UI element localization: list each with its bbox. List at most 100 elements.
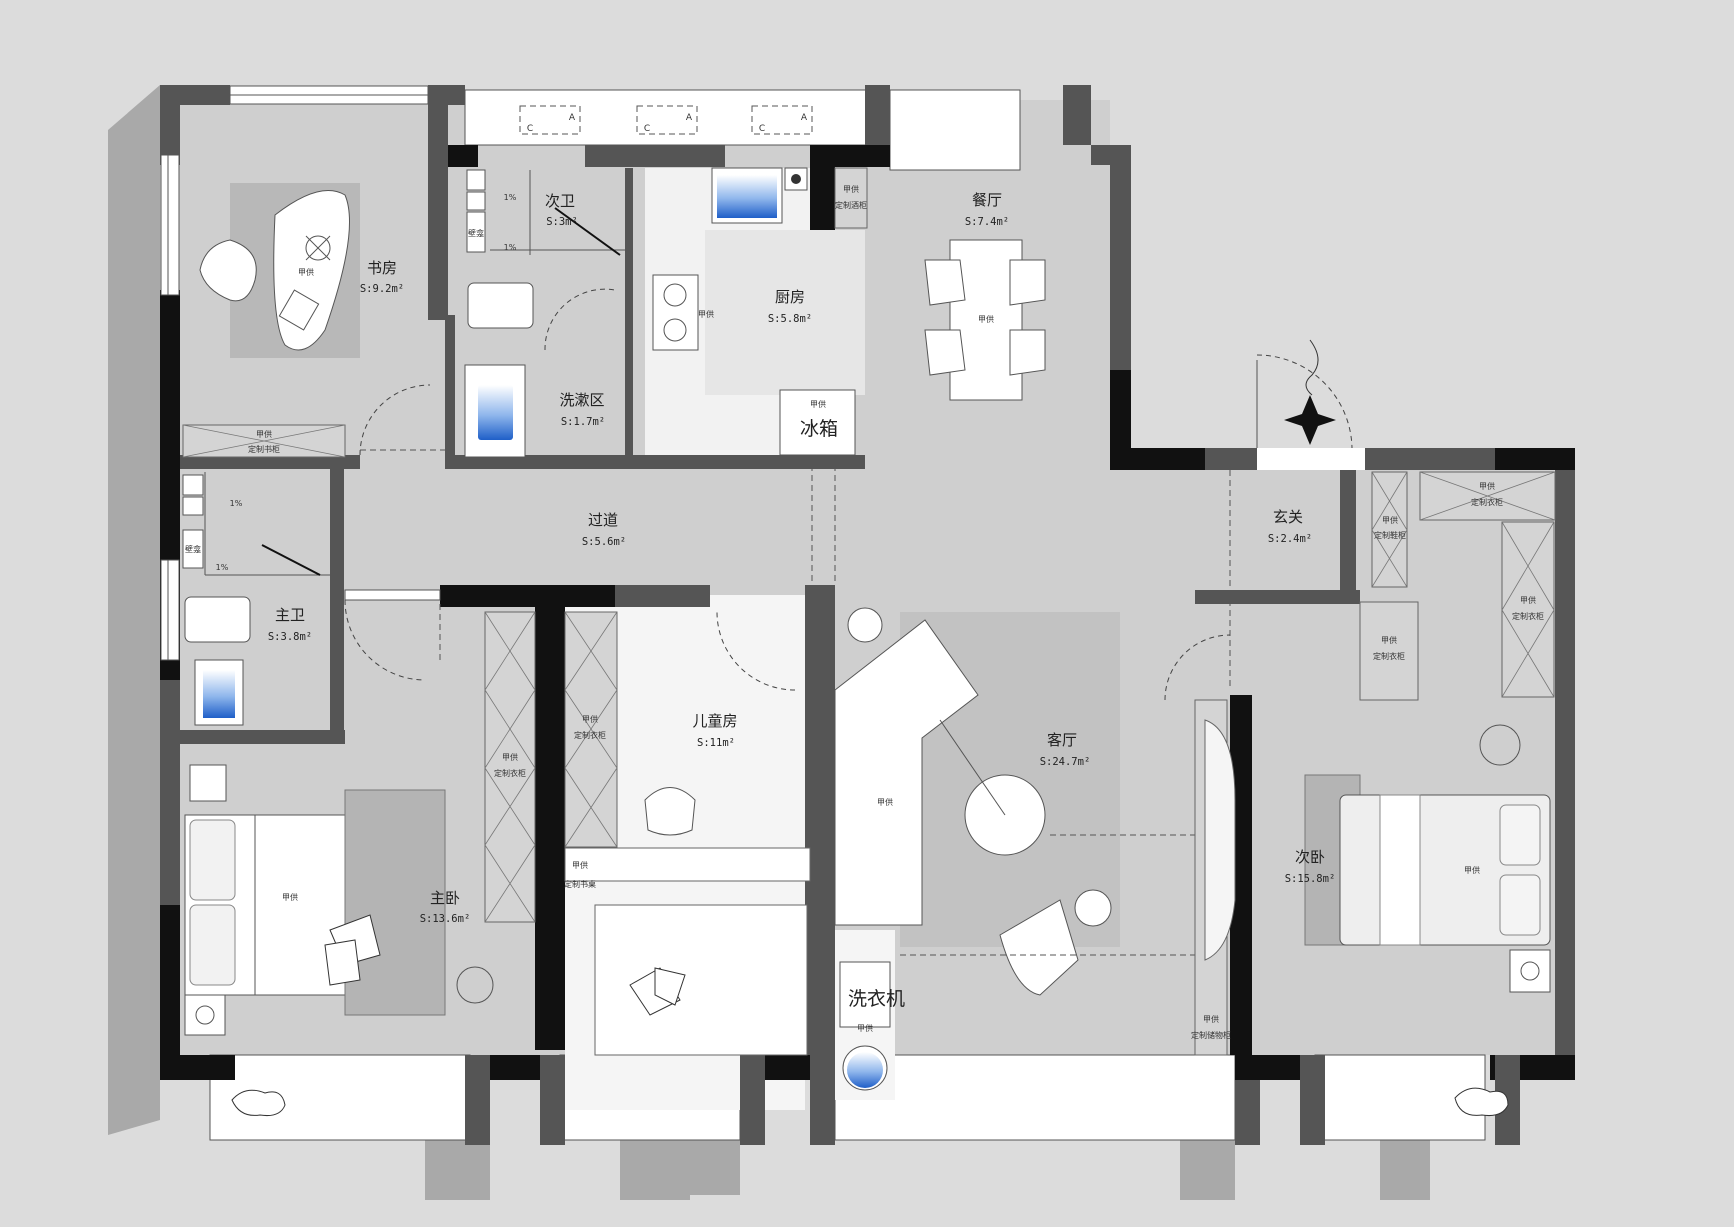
room-area-kids: S:11m² [697,737,735,749]
plant-icon [1454,1087,1509,1116]
window-label-c: C [759,124,765,134]
wardrobe-supply-label: 甲供 [1381,635,1397,645]
shoe-cabinet-supply-label: 甲供 [1382,515,1398,525]
balcony-plants [231,1087,1509,1116]
fridge-supply-label: 甲供 [810,399,826,409]
washing-area: 洗漱区 S:1.7m² [464,364,605,458]
wardrobe-supply-label: 甲供 [1479,481,1495,491]
sofa-supply-label: 甲供 [877,797,893,807]
plant-icon [231,1089,286,1116]
wardrobe-supply-label: 甲供 [582,714,598,724]
wardrobe-label: 定制衣柜 [494,768,526,778]
second-bedroom: 甲供 次卧 S:15.8m² [1285,724,1551,993]
window-label-a: A [686,113,693,123]
room-name-kids: 儿童房 [692,712,737,730]
room-area-master-bath: S:3.8m² [268,631,312,643]
room-area-second-bath: S:3m² [546,216,578,228]
toilet [467,282,534,329]
wardrobe-supply-label: 甲供 [1520,595,1536,605]
room-area-living: S:24.7m² [1040,756,1091,768]
niche-label: 壁龛 [185,544,201,554]
dining-room: 甲供 餐厅 S:7.4m² [924,191,1046,401]
washer-supply-label: 甲供 [857,1023,873,1033]
room-area-corridor: S:5.6m² [582,536,626,548]
slope-label: 1% [504,193,517,202]
room-name-master-bed: 主卧 [430,889,460,907]
room-name-corridor: 过道 [588,511,618,529]
master-bathroom: 壁龛 1% 1% 主卫 S:3.8m² [182,472,441,726]
desk-supply-label: 甲供 [572,860,588,870]
wardrobe-label: 定制衣柜 [1471,497,1503,507]
niche-label: 壁龛 [468,228,484,238]
entrance-area: 玄关 S:2.4m² 甲供 定制鞋柜 甲供 定制衣柜 甲供 定制衣柜 甲供 定制… [1229,339,1556,701]
room-area-master-bed: S:13.6m² [420,913,471,925]
master-bed-supply-label: 甲供 [282,892,298,902]
room-area-dining: S:7.4m² [965,216,1009,228]
room-name-living: 客厅 [1047,731,1077,749]
slope-label: 1% [216,563,229,572]
walls [160,85,1575,1145]
left-windows [160,85,429,661]
washing-machine [839,961,891,1028]
kitchen-room: 甲供 冰箱 甲供 厨房 S:5.8m² 甲供 定制酒柜 [652,167,868,585]
bookcase-label: 定制书柜 [248,444,280,454]
window-label-c: C [527,124,533,134]
room-name-master-bath: 主卫 [275,606,305,624]
shoe-cabinet [1371,471,1408,588]
armchair [999,899,1079,996]
slope-label: 1% [504,243,517,252]
wardrobe-label: 定制衣柜 [574,730,606,740]
second-wardrobe-tall [1501,521,1555,698]
slope-label: 1% [230,499,243,508]
window-label-c: C [644,124,650,134]
room-area-washing: S:1.7m² [561,416,605,428]
second-bathroom: 壁龛 1% 1% 次卫 S:3m² [466,169,625,351]
kids-desk-label: 定制书桌 [564,879,596,889]
second-bed-supply-label: 甲供 [1464,865,1480,875]
corridor-area: 过道 S:5.6m² [360,449,626,548]
sparkle-icon [1284,395,1336,445]
room-area-study: S:9.2m² [360,283,404,295]
cooktop [652,274,699,351]
wardrobe-label: 定制衣柜 [1373,651,1405,661]
kids-chair [644,787,696,836]
room-area-entrance: S:2.4m² [1268,533,1312,545]
dining-table-supply-label: 甲供 [978,314,994,324]
toilet [184,596,251,643]
room-name-entrance: 玄关 [1273,508,1303,526]
second-wardrobe-small [1359,601,1419,701]
room-name-washing: 洗漱区 [559,391,604,409]
bookcase-supply-label: 甲供 [256,429,272,439]
window-label-a: A [569,113,576,123]
fridge-label: 冰箱 [800,418,838,440]
wardrobe-supply-label: 甲供 [502,752,518,762]
room-area-second-bed: S:15.8m² [1285,873,1336,885]
room-name-second-bed: 次卧 [1295,848,1325,866]
window-label-a: A [801,113,808,123]
room-name-kitchen: 厨房 [775,288,805,306]
window-a-c-markers: A C A C A C [519,105,813,135]
desk-supply-label: 甲供 [298,267,314,277]
wine-cabinet [834,167,868,229]
room-name-dining: 餐厅 [972,191,1002,209]
living-room: 甲供 客厅 S:24.7m² 洗衣机 甲供 甲供 定制储物柜 [834,607,1236,1091]
room-area-kitchen: S:5.8m² [768,313,812,325]
fridge [779,389,856,456]
storage-supply-label: 甲供 [1203,1014,1219,1024]
sofa [834,619,979,926]
niche [182,529,204,569]
wine-cabinet-label: 定制酒柜 [835,200,867,210]
kids-room: 甲供 定制衣柜 甲供 定制书桌 儿童房 S:11m² [564,611,811,1056]
master-bedroom: 甲供 主卧 S:13.6m² 甲供 定制衣柜 [184,600,536,1036]
phone-icon [189,764,227,802]
washer-label: 洗衣机 [848,988,905,1010]
shoe-cabinet-label: 定制鞋柜 [1374,530,1406,540]
niche [466,211,486,253]
study-room: 甲供 书房 S:9.2m² 甲供 定制书柜 [182,183,431,458]
wine-cabinet-supply-label: 甲供 [843,184,859,194]
storage-cabinet-label: 定制储物柜 [1191,1030,1231,1040]
office-chair [199,239,257,302]
room-name-study: 书房 [367,259,397,277]
room-name-second-bath: 次卫 [545,192,575,210]
